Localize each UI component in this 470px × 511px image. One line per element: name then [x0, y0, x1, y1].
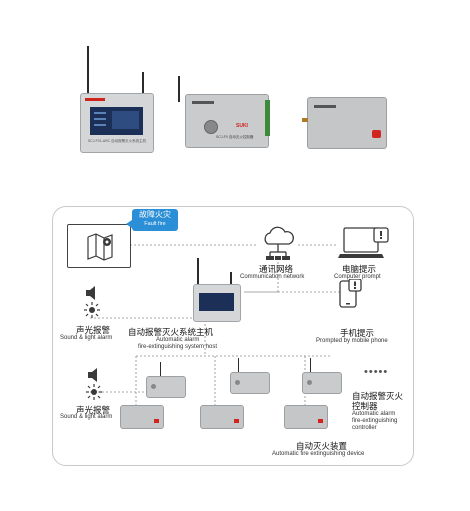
fault-fire-bubble: 故障火灾 Fault fire [132, 209, 178, 231]
fault-fire-cn: 故障火灾 [139, 210, 171, 219]
alarm-bottom-label-cn: 声光报警 [76, 405, 111, 415]
extinguisher-unit-3 [284, 405, 328, 429]
controller-unit-2-antenna [238, 358, 240, 372]
diagram-host-antenna [197, 258, 199, 286]
controller-label-en-3: controller [352, 425, 377, 431]
controller-terminals [265, 100, 270, 136]
map-board-icon [67, 224, 131, 268]
host-label-en-1: Automatic alarm [156, 337, 200, 343]
mobile-label-en: Prompted by mobile phone [316, 338, 388, 344]
product-photos: SCJ-F01-ARC 自动报警灭火系统主机 SUKI SCJ-F0 自动灭火控… [0, 0, 470, 200]
alarm-top-label-cn: 声光报警 [76, 325, 111, 335]
mobile-label-cn: 手机提示 [340, 328, 375, 338]
controller-antenna [178, 76, 180, 102]
extinguisher-unit-2 [200, 405, 244, 429]
fault-fire-pointer [126, 220, 132, 228]
more-units-ellipsis: ••••• [364, 366, 389, 378]
mobile-phone-icon [338, 278, 362, 314]
computer-label-cn: 电脑提示 [342, 264, 377, 274]
brand-red-logo [372, 130, 381, 138]
laptop-icon [338, 226, 392, 267]
speaker-icon-bottom [86, 368, 102, 387]
speaker-icon-top [84, 286, 100, 305]
computer-label-en: Computer prompt [334, 274, 381, 280]
strobe-light-icon-bottom [86, 384, 102, 405]
extinguisher-device-photo [307, 97, 387, 149]
network-label-en: Communication network [240, 274, 305, 280]
network-label-cn: 通讯网络 [259, 264, 294, 274]
host-front-label: SCJ-F01-ARC 自动报警灭火系统主机 [87, 139, 147, 143]
host-antenna-right [142, 72, 144, 96]
controller-unit-2 [230, 372, 270, 394]
extinguisher-label-en: Automatic fire extinguishing device [272, 451, 365, 457]
controller-label-cn-2: 控制器 [352, 401, 378, 411]
speaker-grille [204, 120, 218, 134]
controller-unit-3-antenna [310, 358, 312, 372]
controller-unit-1 [146, 376, 186, 398]
controller-badge: SUKI [236, 123, 248, 129]
extinguisher-label-cn: 自动灭火装置 [296, 441, 348, 451]
controller-device-photo: SUKI SCJ-F0 自动灭火控制器 [185, 94, 269, 148]
controller-label-en-1: Automatic alarm [352, 411, 396, 417]
extinguisher-nozzle [302, 118, 308, 122]
controller-unit-1-antenna [160, 362, 162, 376]
fault-fire-en: Fault fire [144, 221, 166, 227]
alarm-top-label-en: Sound & light alarm [60, 335, 113, 341]
host-screen [90, 107, 143, 135]
controller-label-en-2: fire-extinguishing [352, 418, 398, 424]
host-antenna-left [87, 46, 89, 96]
host-label-cn: 自动报警灭火系统主机 [128, 327, 214, 337]
controller-front-label: SCJ-F0 自动灭火控制器 [216, 135, 254, 139]
controller-label-cn-1: 自动报警灭火 [352, 391, 404, 401]
host-label-en-2: fire-extinguishing system host [138, 344, 218, 350]
alarm-bottom-label-en: Sound & light alarm [60, 414, 113, 420]
cloud-network-icon [258, 222, 298, 267]
diagram-host-antenna-right [230, 272, 232, 286]
controller-unit-3 [302, 372, 342, 394]
strobe-light-icon-top [84, 302, 100, 323]
extinguisher-unit-1 [120, 405, 164, 429]
diagram-host-device [193, 284, 241, 322]
host-device-photo: SCJ-F01-ARC 自动报警灭火系统主机 [80, 93, 154, 153]
